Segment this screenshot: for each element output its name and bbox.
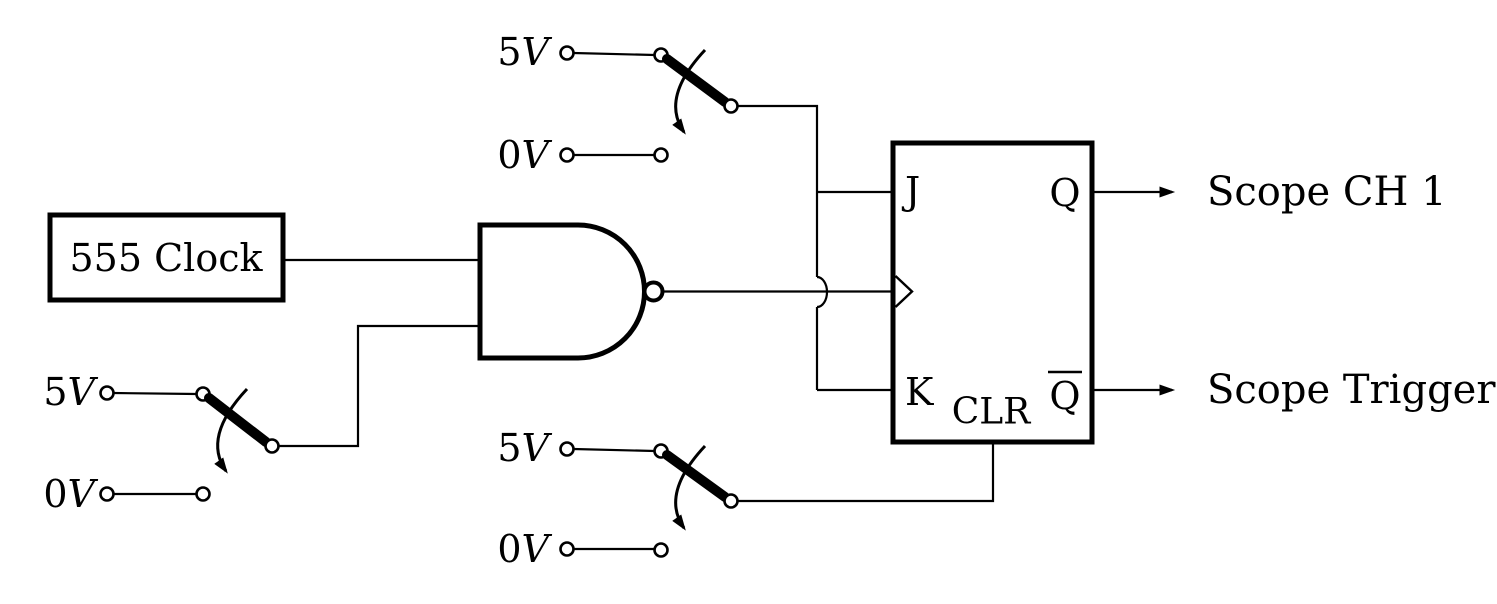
jk-bus	[738, 104, 893, 392]
clr-pin-label: CLR	[952, 392, 1031, 433]
jk-switch-lever	[662, 54, 730, 107]
nand-inversion-bubble-icon	[642, 280, 665, 303]
gate-high-terminal	[99, 385, 115, 401]
flip-flop-box	[890, 140, 1095, 445]
clr-switch-lever	[662, 450, 730, 502]
clock-box-label: 555 Clock	[69, 236, 263, 280]
jk-low-label: 0V	[497, 133, 552, 177]
scope-ch1-label: Scope CH 1	[1207, 169, 1447, 215]
wire-crossover-hop-icon	[816, 275, 829, 309]
nand-gate	[477, 222, 893, 361]
clock-block: 555 Clock	[47, 212, 479, 303]
clock-edge-triangle-icon	[894, 275, 914, 308]
jk-switch-pole	[723, 98, 739, 114]
jk-high-label: 5V	[497, 30, 552, 74]
q-pin-label: Q	[1049, 171, 1080, 215]
clr-low-terminal	[559, 541, 575, 557]
clr-low-label: 0V	[497, 527, 552, 571]
nand-gate-body	[477, 222, 647, 361]
jk-high-wire	[573, 51, 655, 57]
nand-input-b-wire	[279, 324, 479, 448]
scope-outputs: Scope CH 1 Scope Trigger	[1092, 169, 1496, 413]
gate-low-label: 0V	[43, 472, 98, 516]
clr-high-terminal	[559, 441, 575, 457]
clr-input-wire	[738, 442, 995, 503]
switch-clr-source: 5V 0V	[497, 426, 739, 571]
clr-high-label: 5V	[497, 426, 552, 470]
jk-bus-wire-upper	[738, 104, 819, 277]
clock-box	[47, 212, 286, 303]
jk-toggle-arrow-icon	[672, 48, 707, 135]
jk-low-contact	[653, 147, 669, 163]
clr-high-wire	[573, 447, 655, 453]
jk-flip-flop: J Q K Q CLR	[890, 140, 1095, 445]
gate-low-terminal	[99, 486, 115, 502]
gate-high-wire	[113, 391, 197, 396]
gate-switch-lever	[204, 393, 271, 447]
gate-high-label: 5V	[43, 370, 98, 414]
switch-jk-source: 5V 0V	[497, 30, 739, 177]
switch-gate-source: 5V 0V	[43, 370, 280, 516]
gate-toggle-arrow-icon	[214, 387, 249, 474]
jk-low-terminal	[559, 147, 575, 163]
clr-low-contact	[653, 542, 669, 558]
scope-trigger-label: Scope Trigger	[1207, 367, 1496, 413]
k-pin-label: K	[905, 370, 934, 414]
j-pin-label: J	[901, 169, 920, 213]
qbar-pin-label: Q	[1049, 374, 1080, 418]
jk-high-terminal	[559, 45, 575, 61]
gate-low-contact	[195, 486, 211, 502]
gate-switch-pole	[264, 438, 280, 454]
clr-switch-pole	[723, 493, 739, 509]
clr-toggle-arrow-icon	[672, 444, 707, 531]
